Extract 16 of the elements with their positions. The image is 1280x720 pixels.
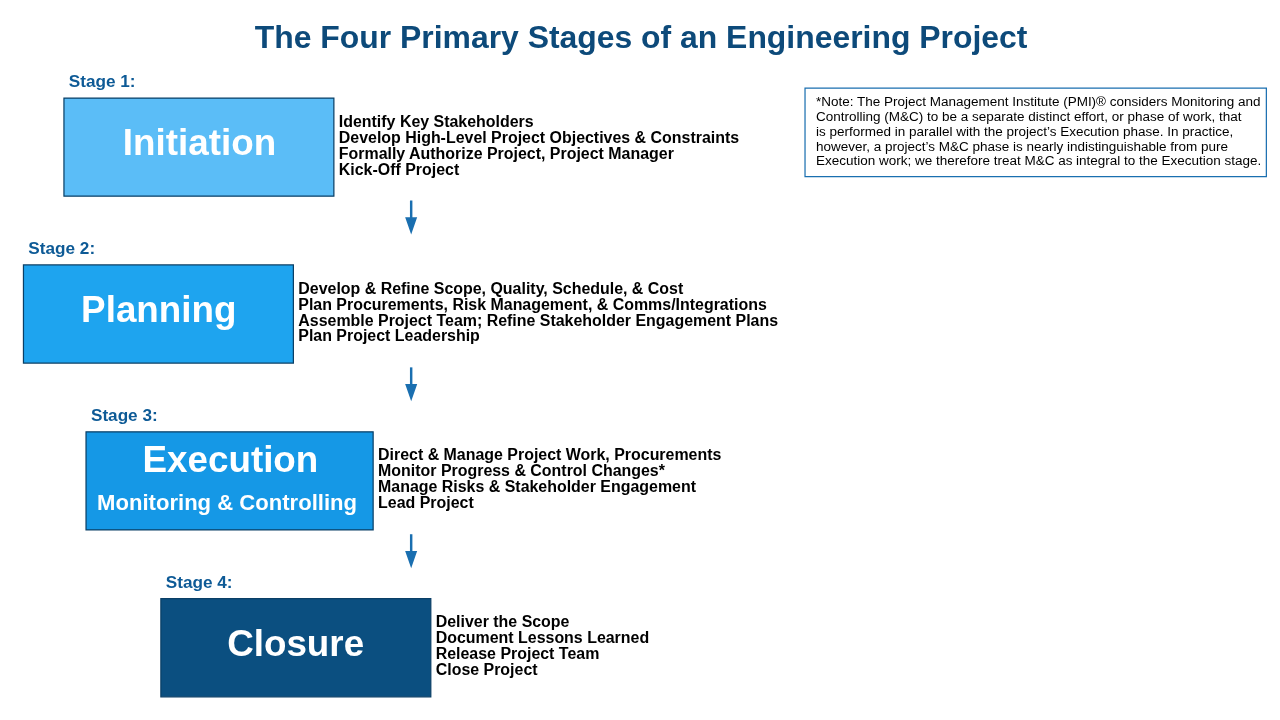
node-label: Identify Key Stakeholders [338, 112, 534, 130]
diagram-title: The Four Primary Stages of an Engineering Project [254, 19, 1028, 56]
node-label: Direct & Manage Project Work, Procurements [378, 446, 722, 464]
node-label: Stage 3: [90, 404, 158, 425]
node-label: Develop & Refine Scope, Quality, Schedule, & Cost [298, 279, 684, 297]
node-label: Stage 1: [68, 71, 136, 92]
node-box: *Note: The Project Management Institute (PMI)® considers Monitoring and Controlling (M&C) to be a separate distinct effort, or phase of work, that is performed in parallel with the project’s Execution phase. In practice, however, a project’s M&C phase is nearly indistinguishable from pure Execution work; we therefore treat M&C as integral to the Execution stage. [804, 87, 1267, 178]
node-label: Stage 4: [165, 571, 233, 592]
node-label: Document Lessons Learned [435, 629, 650, 647]
node-label: Deliver the Scope [435, 613, 570, 631]
node-label: Monitor Progress & Control Changes* [378, 462, 665, 480]
node-label: Stage 2: [28, 238, 96, 259]
node-label: Lead Project [378, 494, 474, 512]
node-label: Close Project [435, 661, 538, 679]
node-label: Release Project Team [435, 645, 600, 663]
node-label: Manage Risks & Stakeholder Engagement [378, 478, 697, 496]
